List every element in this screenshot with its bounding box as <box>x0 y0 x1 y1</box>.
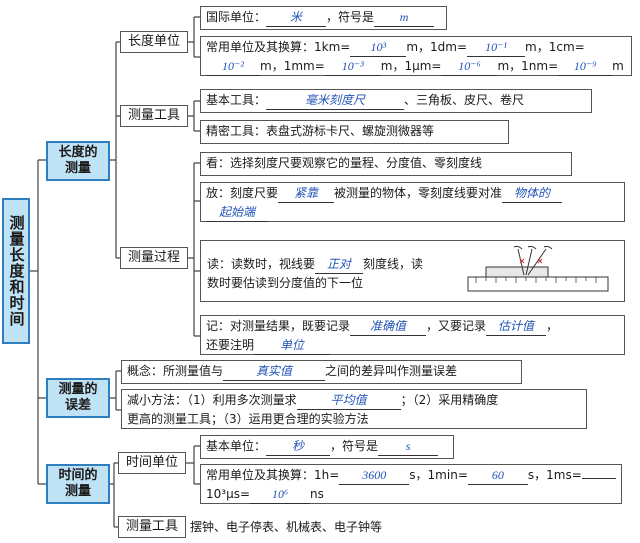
cm-answer: 10⁻² <box>206 58 260 76</box>
nm-answer: 10⁻⁹ <box>558 58 613 76</box>
km-answer: 10³ <box>350 39 407 57</box>
record-comma: ， <box>546 319 559 333</box>
place-answer-2b: 起始端 <box>206 204 268 222</box>
reduce-prefix: 减小方法：（1）利用多次测量求 <box>127 393 297 407</box>
reduce-suffix: ；（2）采用精确度 <box>400 393 499 407</box>
record-answer-3: 单位 <box>254 337 331 355</box>
basic-tool-prefix: 基本工具： <box>206 93 267 107</box>
precise-tool-text: 精密工具：表盘式游标卡尺、螺旋测微器等 <box>206 124 435 138</box>
length-conv-text-3: m，1mm= <box>260 59 325 73</box>
hour-answer: 3600 <box>339 467 410 485</box>
concept-answer: 真实值 <box>223 363 326 381</box>
read-suffix: 刻度线，读 <box>363 257 424 271</box>
time-basic-answer: 秒 <box>266 438 331 456</box>
process-read-box: 读：读数时，视线要正对刻度线，读 数时要估读到分度值的下一位 <box>200 240 625 302</box>
process-look-box: 看：选择刻度尺要观察它的量程、分度值、零刻度线 <box>200 152 572 176</box>
intl-unit-symbol: m <box>374 9 435 27</box>
mm-answer: 10⁻³ <box>324 58 381 76</box>
length-unit-label: 长度单位 <box>127 34 180 49</box>
length-conv-text-6: m <box>612 59 624 73</box>
time-basic-prefix: 基本单位： <box>206 439 267 453</box>
time-conv-text-2: s，1ms= <box>527 468 582 482</box>
concept-suffix: 之间的差异叫作测量误差 <box>325 364 458 378</box>
place-answer-2a: 物体的 <box>502 185 563 203</box>
place-answer-1: 紧靠 <box>278 185 335 203</box>
intl-unit-prefix: 国际单位： <box>206 10 267 24</box>
minute-answer: 60 <box>467 467 528 485</box>
read-answer: 正对 <box>315 256 364 274</box>
time-unit-label: 时间单位 <box>125 455 178 470</box>
read-prefix: 读：读数时，视线要 <box>207 257 316 271</box>
length-process-node: 测量过程 <box>120 247 188 269</box>
length-tool-node: 测量工具 <box>120 105 188 127</box>
place-prefix: 放：刻度尺要 <box>206 186 279 200</box>
length-conv-text-4: m，1μm= <box>380 59 442 73</box>
microsecond-answer: 10⁶ <box>250 486 311 504</box>
reduce-line-2: 更高的测量工具；（3）运用更合理的实验方法 <box>127 412 369 426</box>
precise-tool-box: 精密工具：表盘式游标卡尺、螺旋测微器等 <box>200 120 509 144</box>
record-mid: ，又要记录 <box>426 319 487 333</box>
length-conv-text-5: m，1nm= <box>497 59 559 73</box>
intl-unit-answer: 米 <box>266 9 327 27</box>
time-conv-line2-prefix: 10³μs= <box>206 487 251 501</box>
time-tool-label: 测量工具 <box>125 519 178 534</box>
ms-blank <box>581 478 616 479</box>
time-tools-list: 摆钟、电子停表、机械表、电子钟等 <box>190 520 383 534</box>
time-unit-node: 时间单位 <box>118 452 186 474</box>
record-prefix: 记：对测量结果，既要记录 <box>206 319 351 333</box>
record-line-2: 还要注明 <box>206 338 255 352</box>
length-measurement-node: 长度的测量 <box>46 141 110 181</box>
time-conv-line2-suffix: ns <box>310 487 324 501</box>
um-answer: 10⁻⁶ <box>441 58 498 76</box>
root-node: 测量长度和时间 <box>2 198 30 344</box>
time-basic-mid: ，符号是 <box>330 439 379 453</box>
concept-prefix: 概念：所测量值与 <box>127 364 224 378</box>
length-conv-text-1: m，1dm= <box>406 40 468 54</box>
length-conv-text-2: m，1cm= <box>525 40 585 54</box>
reduce-answer: 平均值 <box>296 392 401 410</box>
place-mid: 被测量的物体，零刻度线要对准 <box>334 186 503 200</box>
basic-tool-answer: 毫米刻度尺 <box>266 92 405 110</box>
time-basic-symbol: s <box>378 438 439 456</box>
length-measurement-title: 长度的测量 <box>58 145 98 176</box>
time-measurement-title: 时间的测量 <box>58 468 98 499</box>
measurement-error-title: 测量的误差 <box>58 382 98 413</box>
time-conv-prefix: 常用单位及其换算：1h= <box>206 468 340 482</box>
read-line-2: 数时要估读到分度值的下一位 <box>207 276 364 290</box>
error-reduce-box: 减小方法：（1）利用多次测量求平均值；（2）采用精确度 更高的测量工具；（3）运… <box>121 389 587 429</box>
time-tool-node: 测量工具 <box>118 516 186 538</box>
time-tools-text: 摆钟、电子停表、机械表、电子钟等 <box>190 517 382 537</box>
record-answer-2: 估计值 <box>486 318 547 336</box>
length-process-label: 测量过程 <box>127 250 180 265</box>
process-look-text: 看：选择刻度尺要观察它的量程、分度值、零刻度线 <box>206 156 483 170</box>
time-measurement-node: 时间的测量 <box>46 464 110 504</box>
measurement-error-node: 测量的误差 <box>46 378 110 418</box>
length-unit-node: 长度单位 <box>120 31 188 53</box>
length-conv-prefix: 常用单位及其换算：1km= <box>206 40 351 54</box>
record-answer-1: 准确值 <box>350 318 427 336</box>
basic-tool-box: 基本工具：毫米刻度尺、三角板、皮尺、卷尺 <box>200 89 592 113</box>
time-conv-text-1: s，1min= <box>409 468 468 482</box>
intl-unit-mid: ，符号是 <box>326 10 375 24</box>
basic-tool-suffix: 、三角板、皮尺、卷尺 <box>404 93 525 107</box>
error-concept-box: 概念：所测量值与真实值之间的差异叫作测量误差 <box>121 360 522 384</box>
length-tool-label: 测量工具 <box>127 108 180 123</box>
ruler-reading-illustration <box>467 245 609 292</box>
process-place-box: 放：刻度尺要紧靠被测量的物体，零刻度线要对准物体的 起始端 <box>200 182 625 222</box>
process-record-box: 记：对测量结果，既要记录准确值，又要记录估计值， 还要注明单位 <box>200 315 625 355</box>
dm-answer: 10⁻¹ <box>467 39 526 57</box>
